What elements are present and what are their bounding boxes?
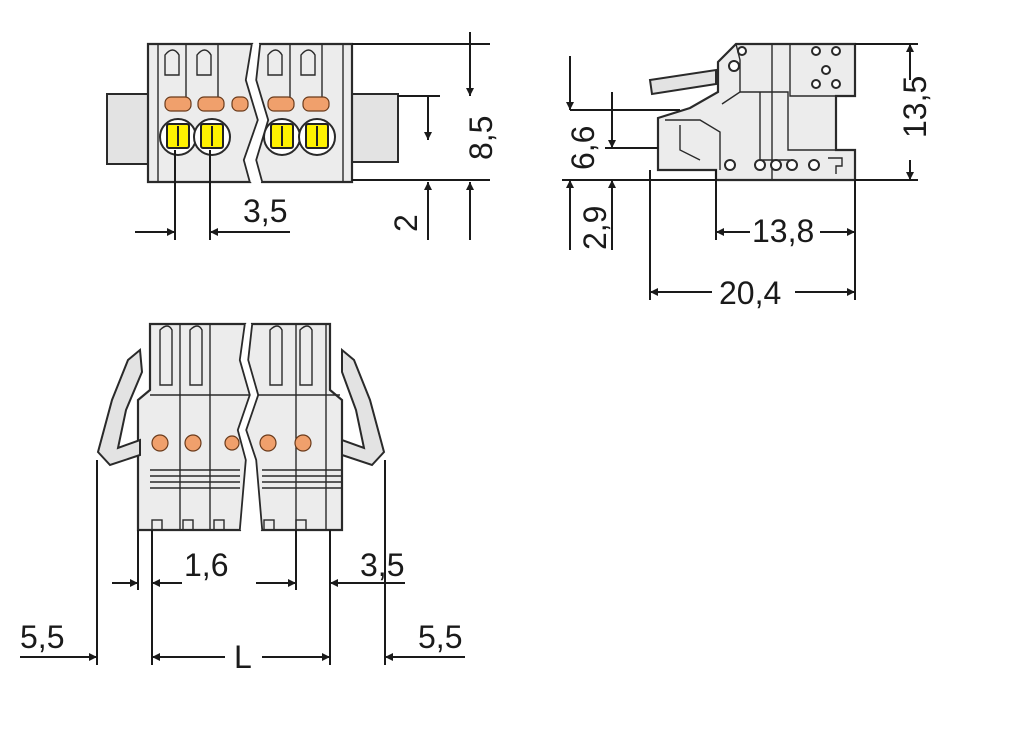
side-bottom-offset-label: 2,9 — [577, 206, 613, 250]
bottom-housing-right — [244, 322, 344, 532]
front-wire-openings — [159, 118, 336, 156]
side-view: 13,5 6,6 2,9 13,8 20,4 — [562, 42, 933, 311]
bottom-pin-width-label: 1,6 — [184, 547, 228, 583]
front-height-label: 8,5 — [463, 116, 499, 160]
side-holes — [724, 46, 843, 174]
side-inner-height-label: 6,6 — [565, 126, 601, 170]
front-right-flange — [351, 93, 399, 163]
bottom-right-latch — [341, 347, 386, 467]
bottom-right-flange-label: 5,5 — [418, 619, 462, 655]
side-depth-inner-label: 13,8 — [752, 213, 814, 249]
side-release-lever — [648, 68, 717, 96]
front-housing-right — [254, 42, 354, 184]
bottom-left-latch — [96, 348, 144, 467]
front-view: 3,5 8,5 2 — [106, 32, 499, 240]
side-depth-total-label: 20,4 — [719, 275, 781, 311]
front-orange-contacts — [164, 96, 330, 112]
bottom-length-label: L — [234, 639, 252, 675]
bottom-left-flange-label: 5,5 — [20, 619, 64, 655]
bottom-orange-contacts — [151, 434, 312, 452]
side-height-label: 13,5 — [897, 76, 933, 138]
bottom-view: 1,6 3,5 5,5 5,5 L — [20, 322, 465, 675]
front-pitch-label: 3,5 — [243, 193, 287, 229]
front-offset-label: 2 — [388, 214, 424, 232]
front-left-flange — [106, 93, 154, 165]
bottom-pitch-label: 3,5 — [360, 547, 404, 583]
side-housing — [656, 42, 857, 182]
bottom-housing-left — [136, 322, 252, 532]
